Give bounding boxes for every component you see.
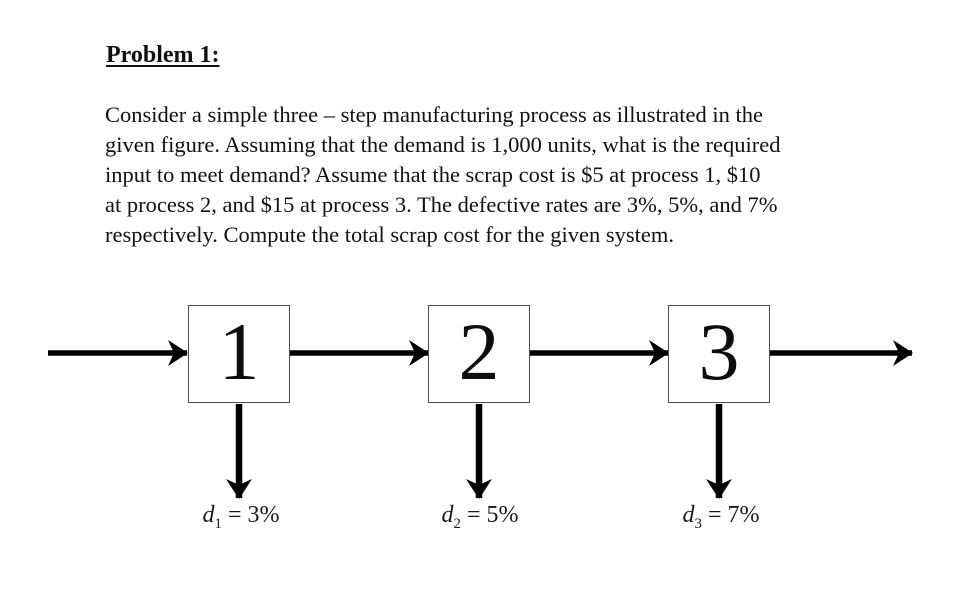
defect-value-2: = 5% — [466, 502, 519, 528]
process-box-1: 1 — [188, 305, 290, 403]
process-box-3-number: 3 — [698, 306, 740, 397]
defect-value-3: = 7% — [707, 502, 760, 528]
defect-subscript-1: 1 — [214, 515, 222, 532]
defect-subscript-3: 3 — [694, 515, 702, 532]
process-box-3: 3 — [668, 305, 770, 403]
defect-rate-label-1: d1 = 3% — [186, 502, 296, 532]
defect-symbol-2: d — [441, 502, 454, 528]
defect-rate-label-3: d3 = 7% — [666, 502, 776, 532]
process-box-1-number: 1 — [218, 306, 260, 397]
defect-symbol-3: d — [682, 502, 695, 528]
problem-statement-text: Consider a simple three – step manufactu… — [105, 102, 781, 247]
process-box-2: 2 — [428, 305, 530, 403]
problem-title: Problem 1: — [106, 42, 220, 68]
defect-value-1: = 3% — [227, 502, 280, 528]
defect-subscript-2: 2 — [453, 515, 461, 532]
defect-rate-label-2: d2 = 5% — [425, 502, 535, 532]
process-box-2-number: 2 — [458, 306, 500, 397]
defect-symbol-1: d — [202, 502, 215, 528]
